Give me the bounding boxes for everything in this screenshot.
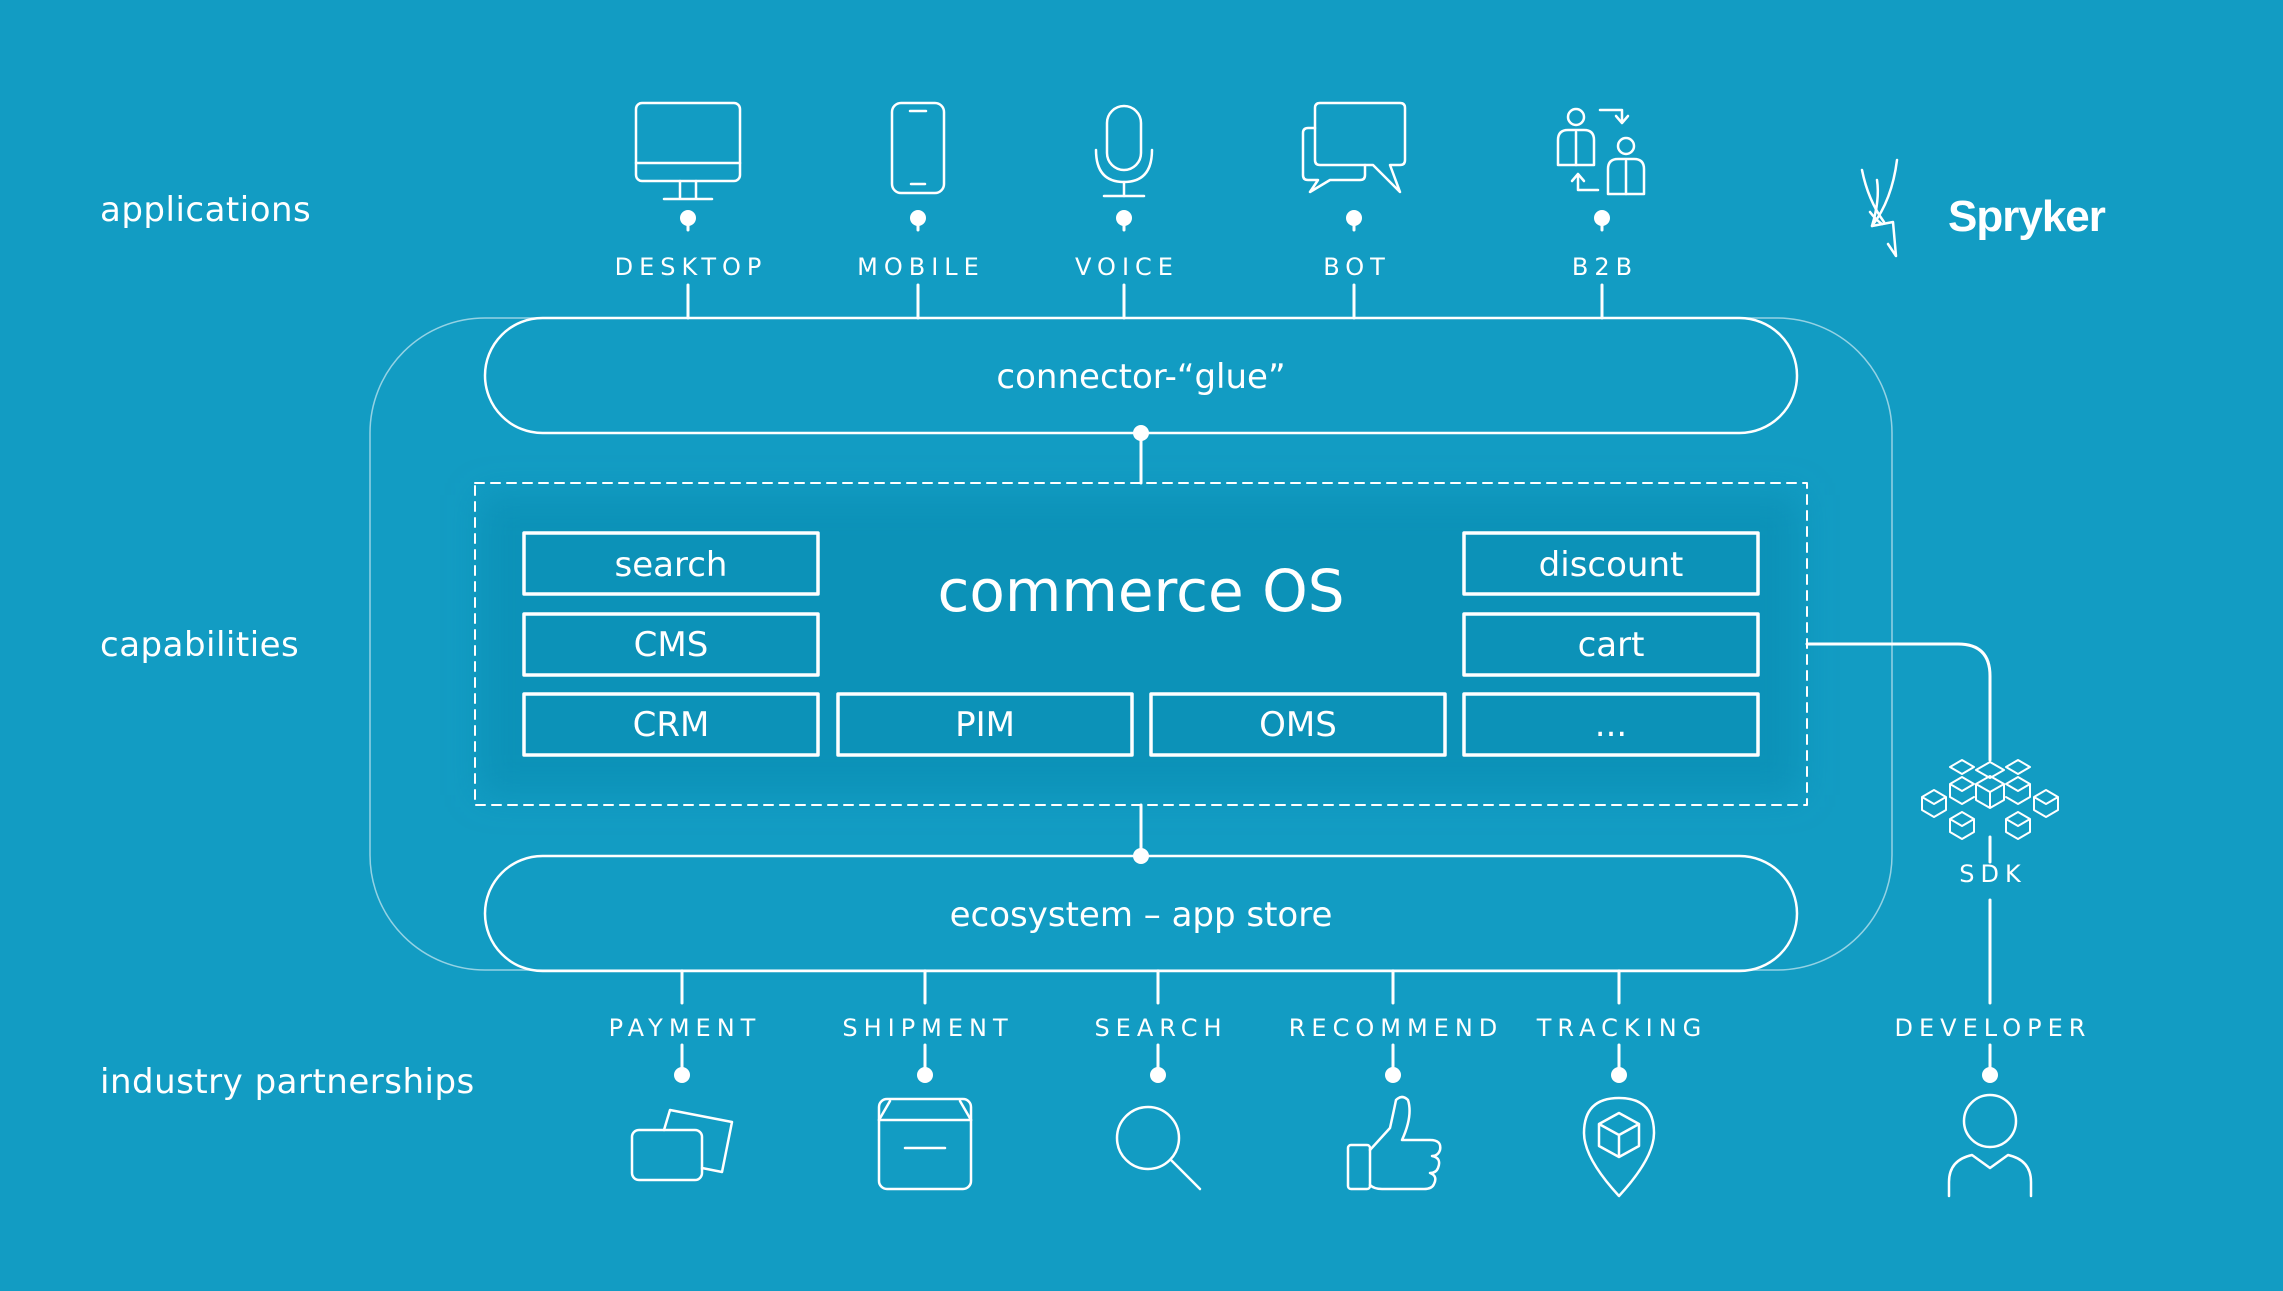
module-oms: OMS bbox=[1259, 705, 1337, 745]
partner-label-payment: PAYMENT bbox=[608, 1014, 762, 1042]
module-cart: cart bbox=[1577, 625, 1645, 665]
module-box-cart bbox=[1462, 612, 1760, 677]
module-search: search bbox=[614, 545, 728, 585]
partner-label-search: SEARCH bbox=[1094, 1014, 1228, 1042]
module-more: ... bbox=[1594, 705, 1628, 745]
application-label-desktop: DESKTOP bbox=[614, 253, 768, 281]
sdk-label: SDK bbox=[1959, 860, 2027, 888]
row-label-applications: applications bbox=[100, 190, 312, 230]
mobile-icon bbox=[890, 101, 946, 195]
application-label-bot: BOT bbox=[1323, 253, 1391, 281]
module-box-oms bbox=[1149, 692, 1447, 757]
module-cms: CMS bbox=[633, 625, 709, 665]
row-label-industry-partnerships: industry partnerships bbox=[100, 1062, 475, 1102]
developer-user-icon bbox=[1947, 1093, 2033, 1198]
partner-label-shipment: SHIPMENT bbox=[842, 1014, 1014, 1042]
package-icon bbox=[877, 1097, 973, 1191]
spryker-logo-mark bbox=[1860, 158, 1899, 258]
partner-label-tracking: TRACKING bbox=[1536, 1014, 1708, 1042]
module-pim: PIM bbox=[955, 705, 1015, 745]
module-box-crm bbox=[522, 692, 820, 757]
developer-label: DEVELOPER bbox=[1894, 1014, 2092, 1042]
module-box-cms bbox=[522, 612, 820, 677]
b2b-users-icon bbox=[1556, 107, 1646, 196]
module-box-discount bbox=[1462, 531, 1760, 596]
location-pin-icon bbox=[1582, 1096, 1656, 1198]
brand-name: Spryker bbox=[1948, 192, 2106, 241]
partner-label-recommend: RECOMMEND bbox=[1288, 1014, 1504, 1042]
microphone-icon bbox=[1094, 104, 1154, 198]
application-label-mobile: MOBILE bbox=[857, 253, 985, 281]
sdk-cubes-icon bbox=[1921, 759, 2059, 840]
payment-cards-icon bbox=[630, 1108, 734, 1182]
magnifier-icon bbox=[1115, 1105, 1202, 1191]
commerce-os-title: commerce OS bbox=[937, 557, 1345, 625]
ecosystem-label: ecosystem – app store bbox=[949, 895, 1333, 935]
module-discount: discount bbox=[1538, 545, 1684, 585]
connector-label: connector-“glue” bbox=[996, 357, 1286, 397]
application-label-b2b: B2B bbox=[1571, 253, 1639, 281]
application-label-voice: VOICE bbox=[1075, 253, 1179, 281]
module-box-search bbox=[522, 531, 820, 596]
module-crm: CRM bbox=[632, 705, 710, 745]
module-box-more bbox=[1462, 692, 1760, 757]
module-box-pim bbox=[836, 692, 1134, 757]
thumbs-up-icon bbox=[1346, 1095, 1442, 1191]
chat-bubbles-icon bbox=[1301, 101, 1407, 194]
desktop-icon bbox=[634, 101, 742, 201]
row-label-capabilities: capabilities bbox=[100, 625, 300, 665]
